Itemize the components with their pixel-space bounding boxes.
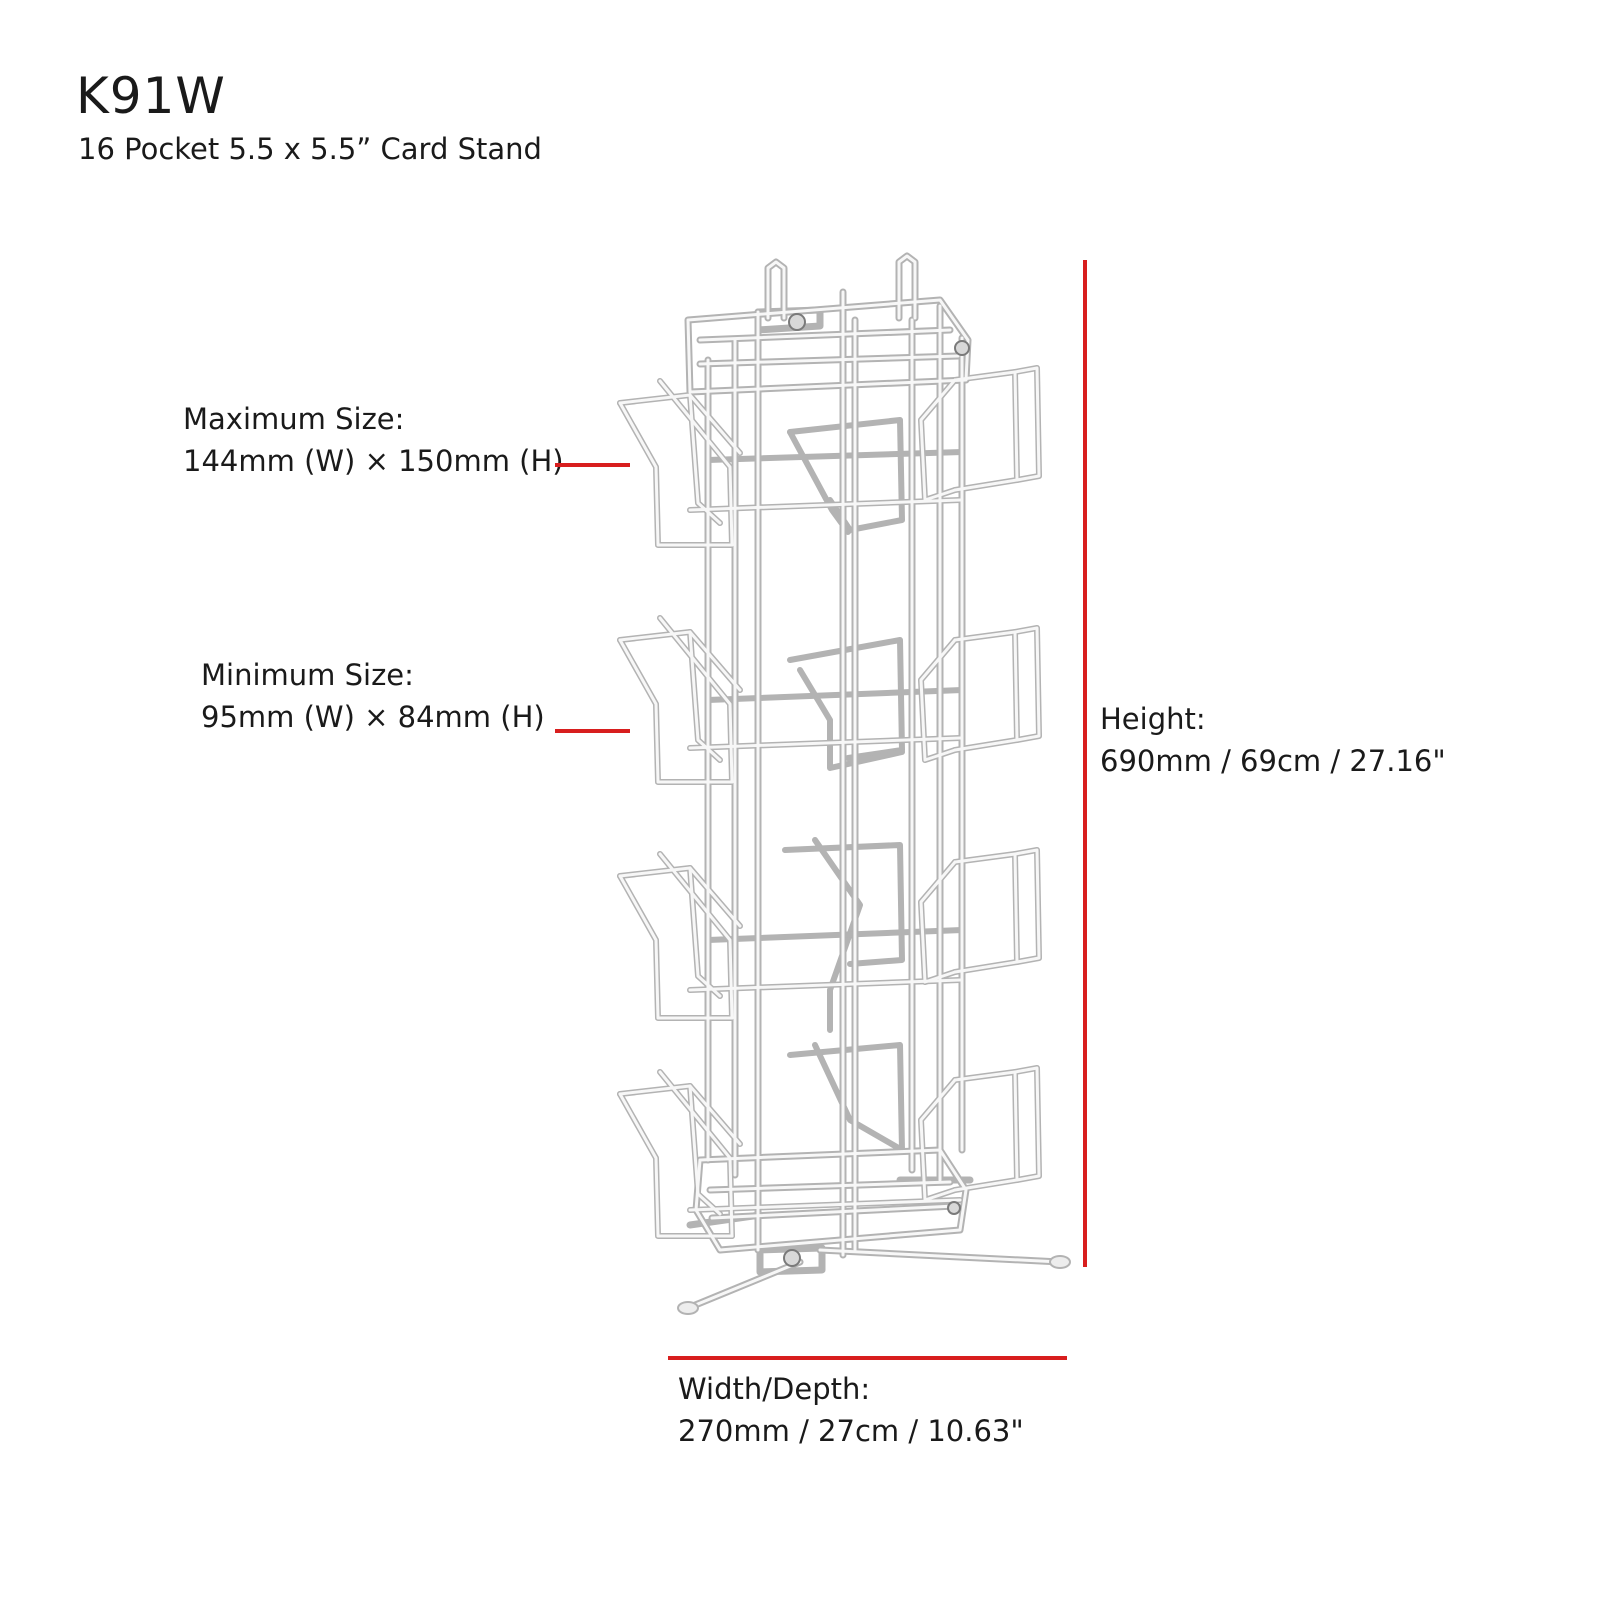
minimum-size-heading: Minimum Size: [201, 658, 414, 692]
product-description: 16 Pocket 5.5 x 5.5” Card Stand [78, 132, 542, 166]
maximum-size-value: 144mm (W) × 150mm (H) [183, 444, 564, 478]
minimum-size-value: 95mm (W) × 84mm (H) [201, 700, 545, 734]
maximum-size-heading: Maximum Size: [183, 402, 405, 436]
height-heading: Height: [1100, 702, 1206, 736]
width-depth-label: Width/Depth: 270mm / 27cm / 10.63" [678, 1368, 1024, 1452]
wire-rack [620, 252, 1071, 1315]
bolt-icon [783, 313, 970, 1267]
product-code: K91W [76, 67, 226, 125]
maximum-size-label: Maximum Size: 144mm (W) × 150mm (H) [183, 398, 564, 482]
height-label: Height: 690mm / 69cm / 27.16" [1100, 698, 1446, 782]
dimension-lines [555, 260, 1087, 1360]
height-value: 690mm / 69cm / 27.16" [1100, 744, 1446, 778]
width-depth-value: 270mm / 27cm / 10.63" [678, 1414, 1024, 1448]
minimum-size-label: Minimum Size: 95mm (W) × 84mm (H) [201, 654, 545, 738]
width-depth-heading: Width/Depth: [678, 1372, 871, 1406]
